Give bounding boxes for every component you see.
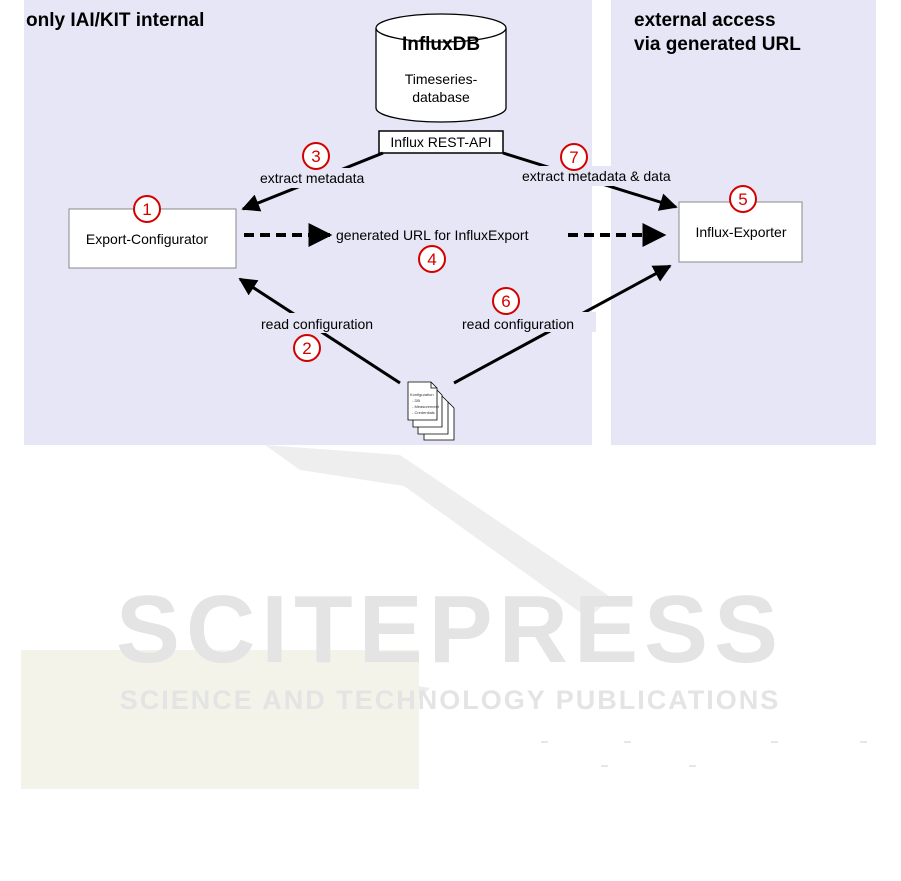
config-document-stack-icon bbox=[407, 381, 455, 441]
step-marker-7: 7 bbox=[560, 143, 588, 171]
influxdb-cylinder bbox=[375, 13, 507, 123]
internal-zone-title: only IAI/KIT internal bbox=[26, 10, 204, 31]
config-doc-line3: - Measurement bbox=[412, 404, 440, 409]
step-marker-4: 4 bbox=[418, 245, 446, 273]
watermark: SCITEPRESS SCIENCE AND TECHNOLOGY PUBLIC… bbox=[21, 445, 867, 789]
step-marker-3: 3 bbox=[302, 142, 330, 170]
step-marker-2: 2 bbox=[293, 334, 321, 362]
label-bg-read-config-right bbox=[458, 312, 596, 332]
influx-rest-api-label: Influx REST-API bbox=[390, 134, 491, 150]
svg-text:3: 3 bbox=[311, 147, 320, 166]
step-marker-5: 5 bbox=[729, 185, 757, 213]
label-bg-extract-metadata bbox=[255, 168, 385, 188]
export-configurator-label: Export-Configurator bbox=[86, 231, 209, 247]
influxdb-subtitle-line2: database bbox=[412, 89, 470, 105]
external-zone-title-line2: via generated URL bbox=[634, 34, 801, 55]
label-bg-extract-metadata-data bbox=[517, 166, 705, 186]
config-doc-line1: Konfiguration bbox=[410, 392, 434, 397]
influx-rest-api-box bbox=[378, 130, 504, 154]
label-bg-read-config-left bbox=[257, 313, 393, 333]
step-marker-1: 1 bbox=[133, 195, 161, 223]
label-read-config-right: read configuration bbox=[462, 316, 574, 332]
svg-text:7: 7 bbox=[569, 148, 578, 167]
step-marker-6: 6 bbox=[492, 287, 520, 315]
watermark-panel bbox=[21, 650, 419, 789]
watermark-main-text: SCITEPRESS bbox=[116, 576, 784, 683]
external-zone-title-line1: external access bbox=[634, 10, 776, 31]
watermark-faint-marks bbox=[541, 741, 867, 767]
svg-text:4: 4 bbox=[427, 250, 436, 269]
watermark-sub-text: SCIENCE AND TECHNOLOGY PUBLICATIONS bbox=[120, 685, 781, 715]
influx-exporter-label: Influx-Exporter bbox=[695, 224, 786, 240]
config-doc-line2: - DB bbox=[412, 398, 420, 403]
svg-text:2: 2 bbox=[302, 339, 311, 358]
influxdb-subtitle-line1: Timeseries- bbox=[405, 71, 478, 87]
watermark-swoosh-shape bbox=[265, 445, 612, 618]
svg-text:1: 1 bbox=[142, 200, 151, 219]
influxdb-title: InfluxDB bbox=[402, 34, 480, 55]
svg-text:5: 5 bbox=[738, 190, 747, 209]
svg-text:6: 6 bbox=[501, 292, 510, 311]
label-extract-metadata: extract metadata bbox=[260, 170, 364, 186]
label-read-config-left: read configuration bbox=[261, 316, 373, 332]
label-extract-metadata-data: extract metadata & data bbox=[522, 168, 671, 184]
config-doc-line4: - Credentials bbox=[412, 410, 435, 415]
label-generated-url: generated URL for InfluxExport bbox=[336, 227, 529, 243]
